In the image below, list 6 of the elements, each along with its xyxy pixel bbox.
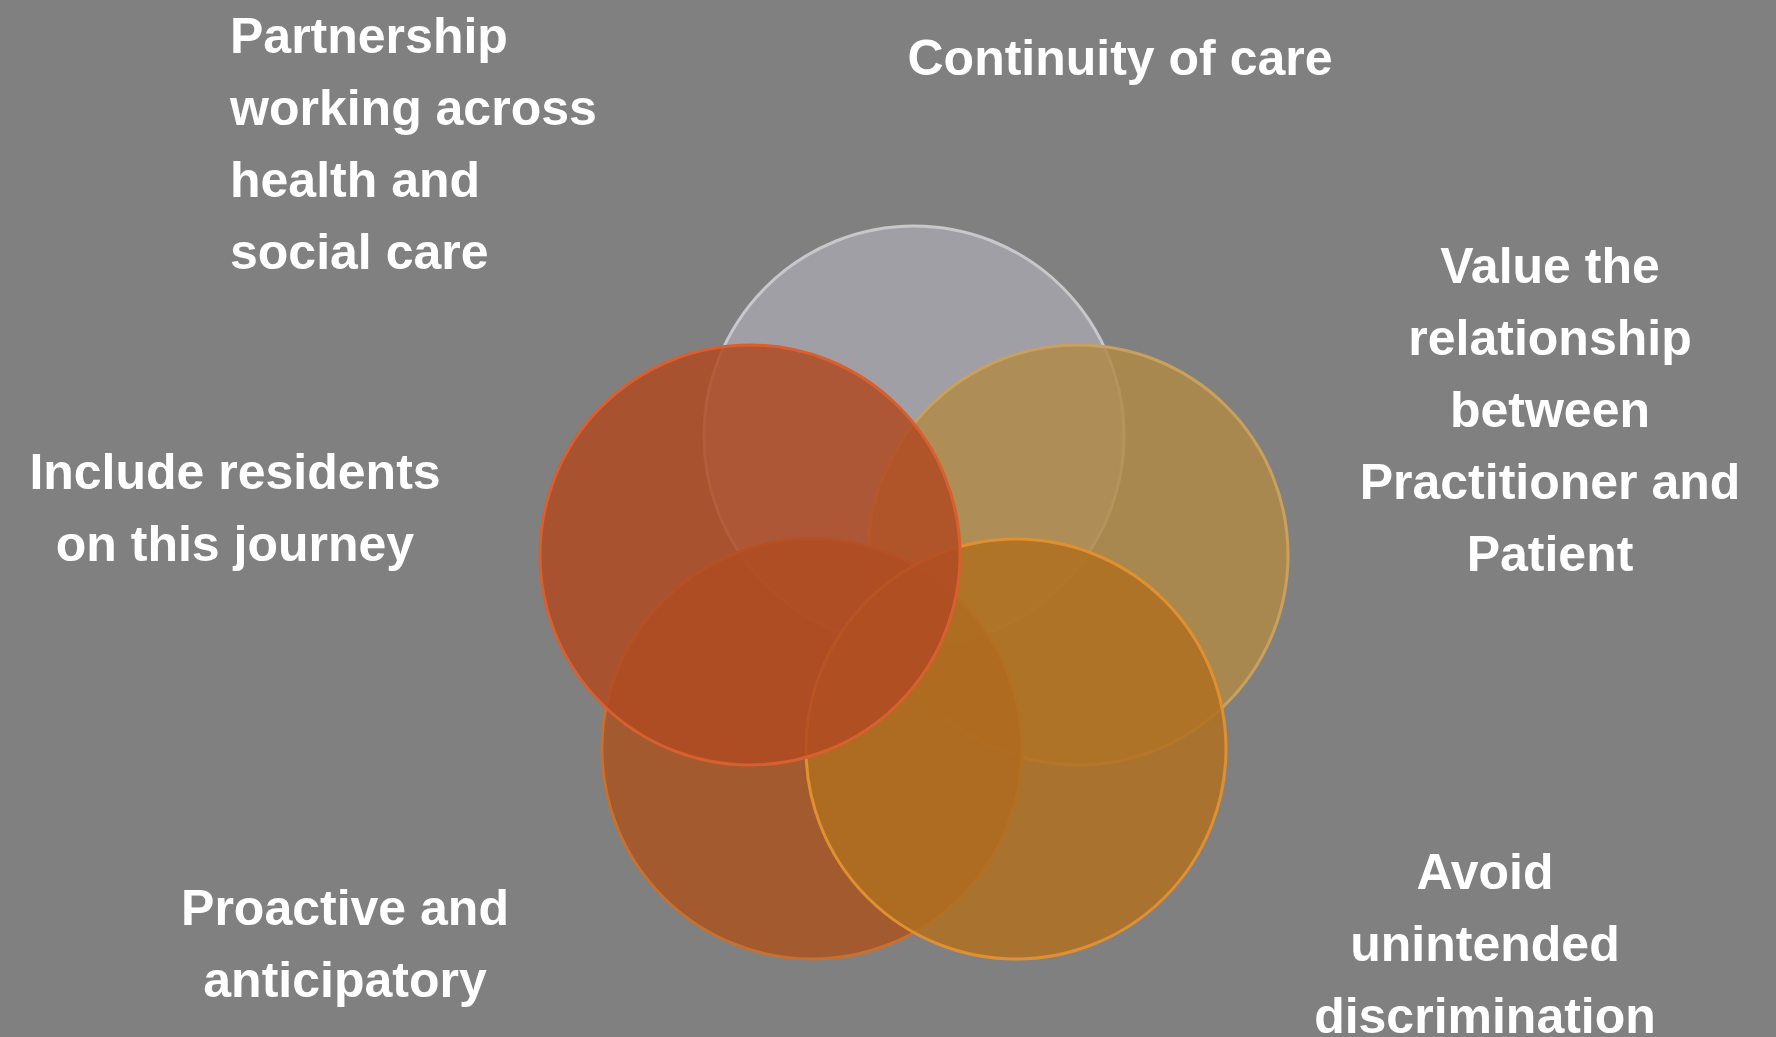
label-text: Continuity of care: [906, 29, 1334, 88]
label-text: Avoid unintended discrimination: [1313, 843, 1657, 1037]
label-text: Partnership working across health and social care: [230, 7, 598, 282]
label-text: Proactive and anticipatory: [180, 879, 510, 1010]
label-text: Include residents on this journey: [28, 443, 442, 574]
label-text: Value the relationship between Practitioner and Patient: [1358, 237, 1742, 584]
